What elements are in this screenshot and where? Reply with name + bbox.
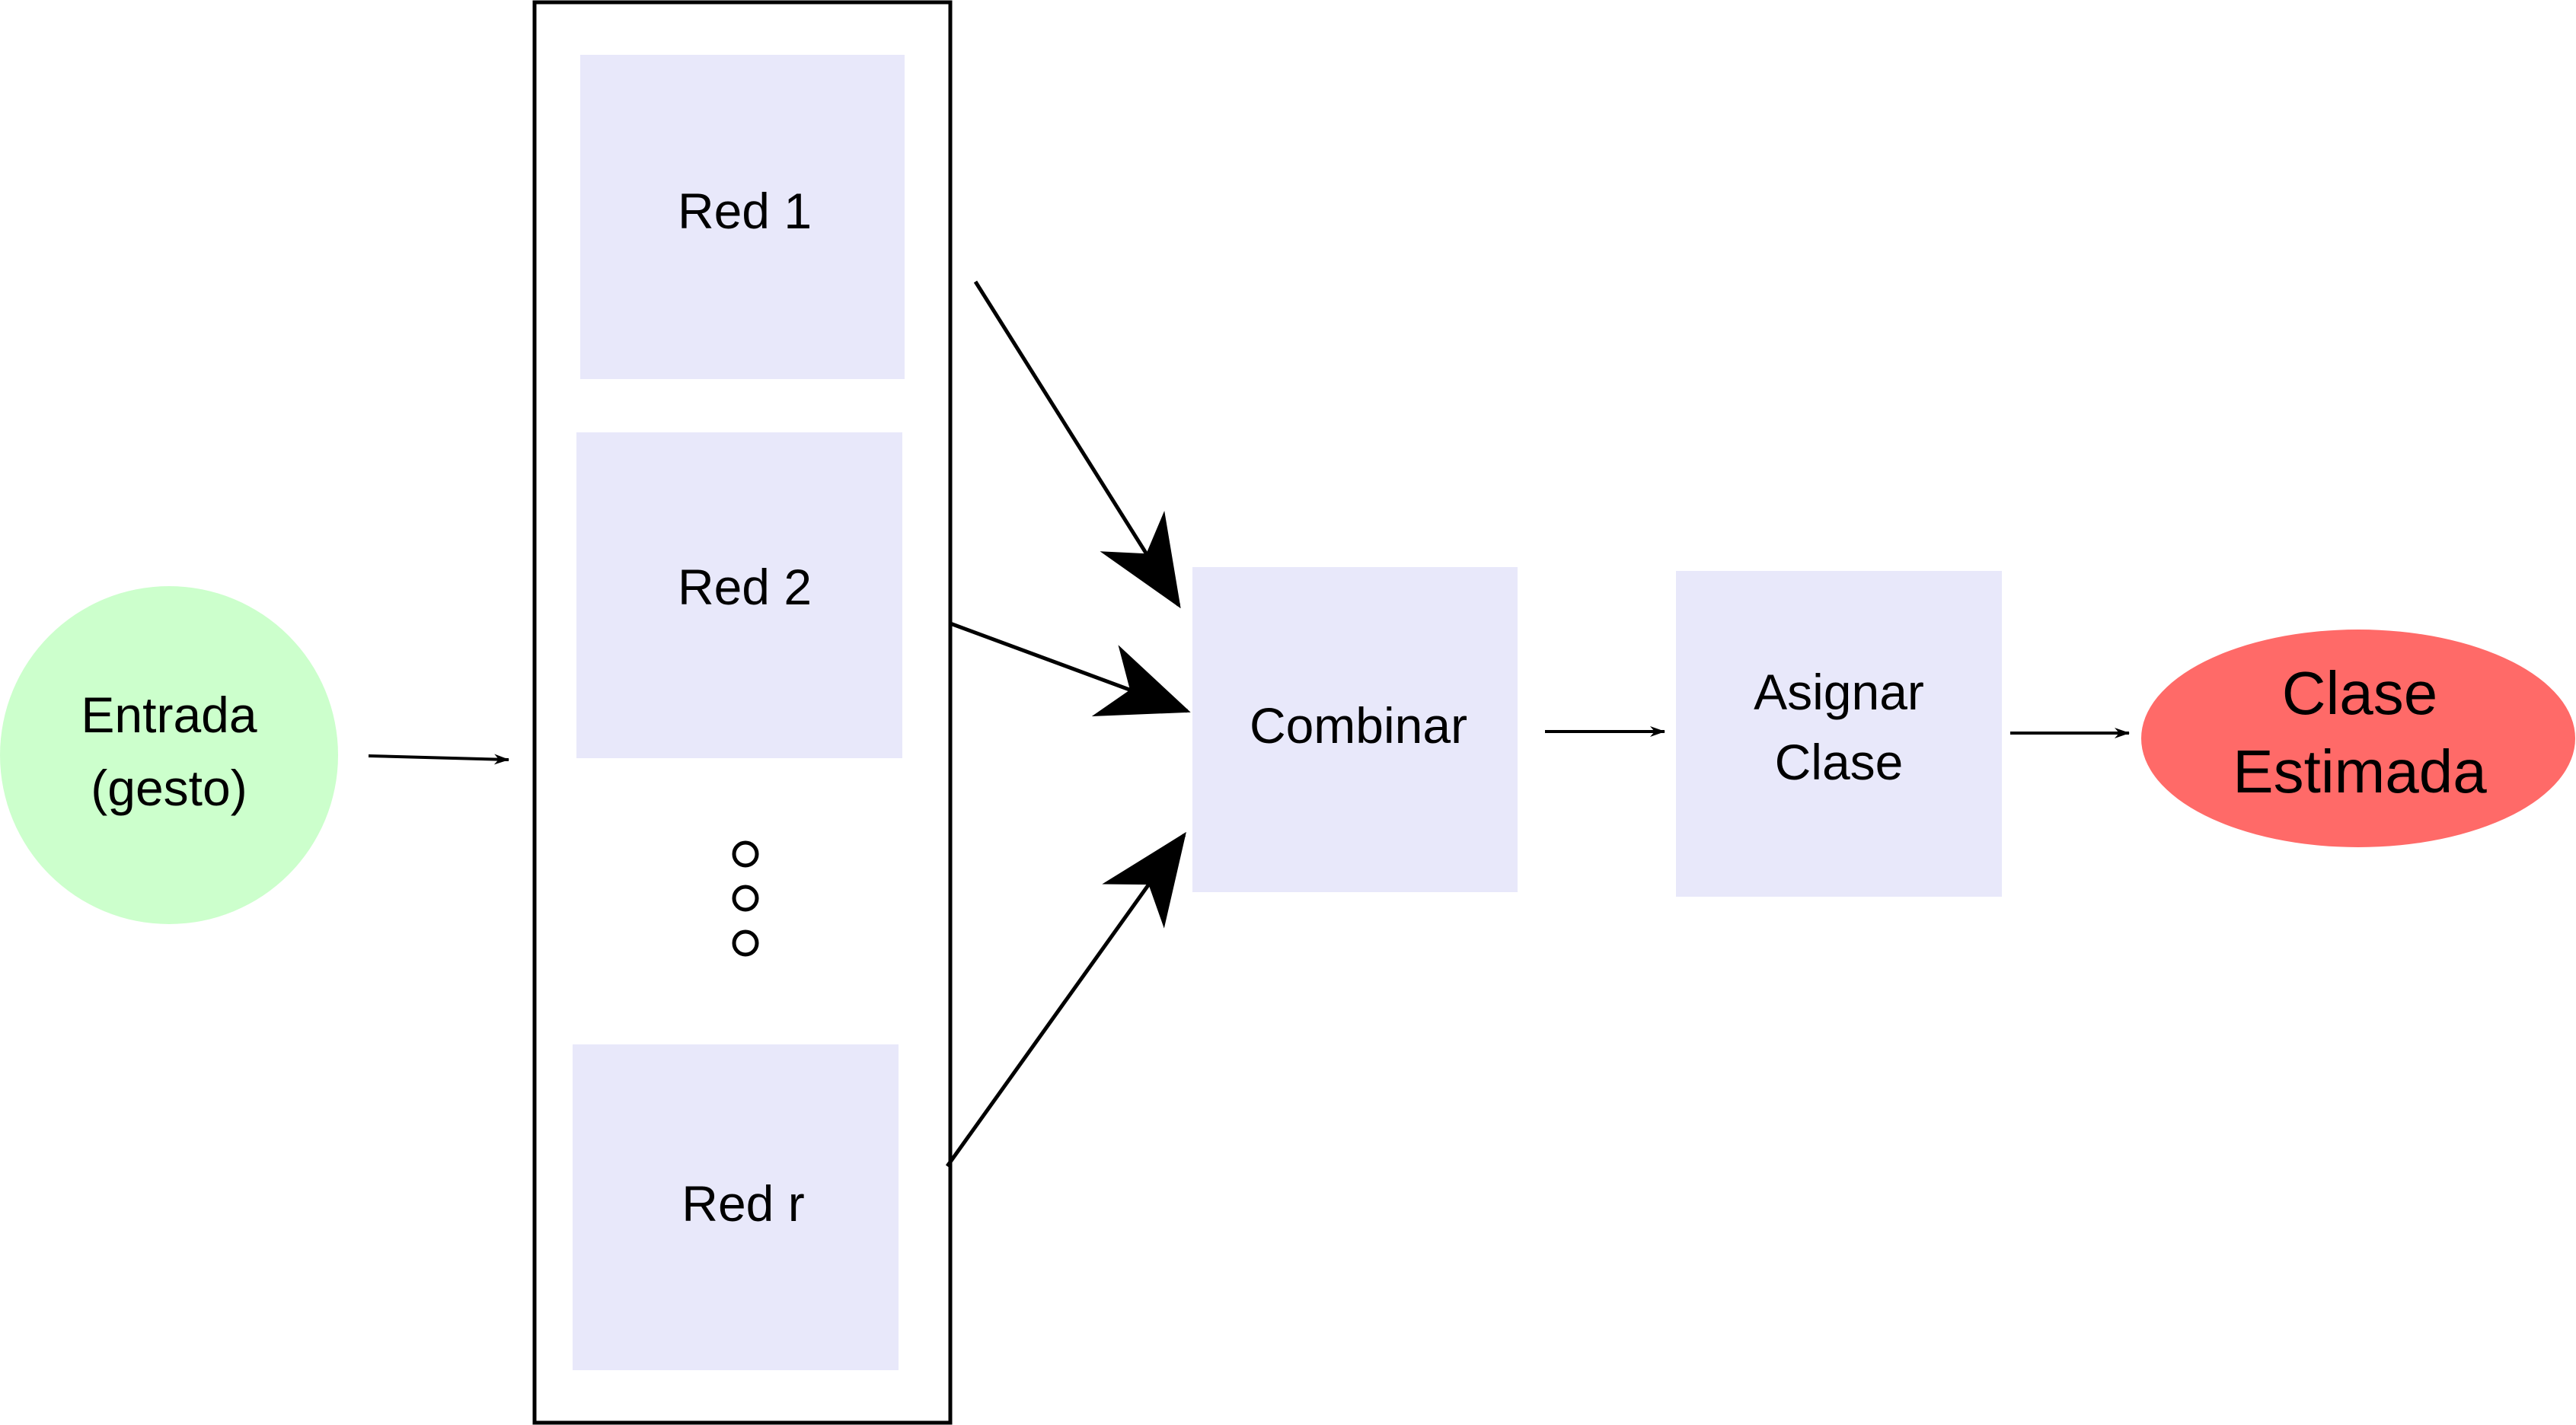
ellipsis-dot-2 [732,885,759,912]
network-box-2-rect [576,432,902,758]
ensemble-container: Red 1 Red 2 Red r [532,0,953,1425]
arrow-input-to-ensemble [368,754,509,765]
network-box-1-label: Red 1 [678,183,812,239]
output-label-line1: Clase [2282,659,2438,727]
assign-class-node: Asignar Clase [1676,571,2002,897]
combine-label: Combinar [1250,697,1467,754]
assign-class-label-line2: Clase [1775,734,1904,790]
combine-box [1192,567,1518,892]
network-box-2: Red 2 [576,432,902,758]
assign-class-label-line1: Asignar [1754,664,1924,720]
network-box-r-label: Red r [682,1175,804,1232]
input-circle [0,586,338,924]
ellipsis-dot-1 [732,840,759,868]
network-box-1: Red 1 [580,55,905,379]
network-box-r-rect [573,1044,899,1370]
output-label-line2: Estimada [2233,738,2487,805]
input-label-line1: Entrada [81,687,257,743]
network-box-2-label: Red 2 [678,559,812,615]
arrow-net1-to-combine [973,280,1181,609]
arrow-net2-to-combine [950,621,1191,717]
ellipsis-dots [732,840,759,957]
assign-class-box [1676,571,2002,897]
input-label-line2: (gesto) [91,760,247,816]
ellipsis-dot-3 [732,929,759,957]
arrow-netr-to-combine [945,831,1186,1168]
output-ellipse [2141,630,2575,847]
output-node: Clase Estimada [2141,630,2575,847]
combine-node: Combinar [1192,567,1518,892]
input-node: Entrada (gesto) [0,586,338,924]
network-box-1-rect [580,55,905,379]
network-box-r: Red r [573,1044,899,1370]
